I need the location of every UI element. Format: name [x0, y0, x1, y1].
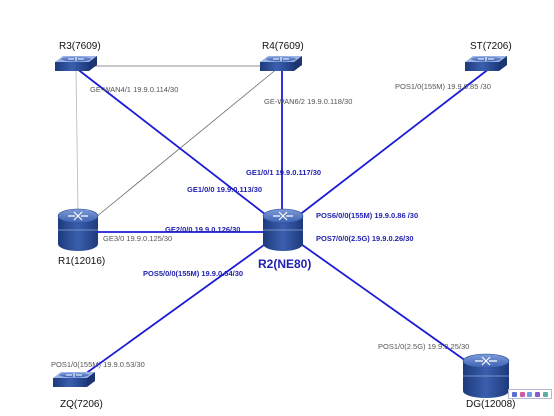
image-toolbar[interactable] — [508, 389, 552, 399]
interface-label-r2-zq: POS5/0/0(155M) 19.9.0.54/30 — [143, 269, 243, 278]
device-label-r2: R2(NE80) — [258, 257, 311, 271]
toolbar-icon-5[interactable] — [542, 391, 548, 397]
router-icon-dg — [462, 353, 510, 398]
toolbar-icon-1[interactable] — [512, 391, 518, 397]
router-icon-r2 — [262, 208, 304, 251]
interface-label-r3-r2: GE-WAN4/1 19.9.0.114/30 — [90, 85, 178, 94]
device-label-r4: R4(7609) — [262, 41, 304, 52]
toolbar-icon-3[interactable] — [527, 391, 533, 397]
interface-label-zq-r2: POS1/0(155M) 19.9.0.53/30 — [51, 360, 145, 369]
device-label-r3: R3(7609) — [59, 41, 101, 52]
router-icon-st — [465, 56, 507, 71]
interface-label-st-r2: POS1/0(155M) 19.9.0.85 /30 — [395, 82, 491, 91]
interface-label-r2-st: POS6/0/0(155M) 19.9.0.86 /30 — [316, 211, 418, 220]
toolbar-icon-2[interactable] — [519, 391, 525, 397]
router-icon-r1 — [57, 208, 99, 251]
device-label-r1: R1(12016) — [58, 256, 105, 267]
link-r3-r2 — [75, 67, 284, 229]
link-r3-r1 — [75, 69, 79, 213]
toolbar-icon-4[interactable] — [535, 391, 541, 397]
link-st-r2 — [284, 67, 491, 227]
link-dg-r2 — [283, 231, 491, 379]
interface-label-r2-r4: GE1/0/1 19.9.0.117/30 — [246, 168, 321, 177]
interface-label-r2-r1: GE2/0/0 19.9.0.126/30 — [165, 225, 240, 234]
router-icon-r3 — [55, 56, 97, 71]
device-label-dg: DG(12008) — [466, 399, 515, 410]
router-icon-r4 — [260, 56, 302, 71]
device-label-st: ST(7206) — [470, 41, 512, 52]
interface-label-r2-r3: GE1/0/0 19.9.0.113/30 — [187, 185, 262, 194]
link-r4-r1 — [89, 67, 279, 223]
interface-label-r2-dg: POS7/0/0(2.5G) 19.9.0.26/30 — [316, 234, 414, 243]
interface-label-dg-r2: POS1/0(2.5G) 19.9.0.25/30 — [378, 342, 469, 351]
interface-label-r1-r2: GE3/0 19.9.0.125/30 — [103, 234, 172, 243]
link-zq-r2 — [73, 231, 283, 383]
interface-label-r4-r2: GE-WAN6/2 19.9.0.118/30 — [264, 97, 352, 106]
router-icon-zq — [53, 372, 95, 387]
device-label-zq: ZQ(7206) — [60, 399, 103, 410]
